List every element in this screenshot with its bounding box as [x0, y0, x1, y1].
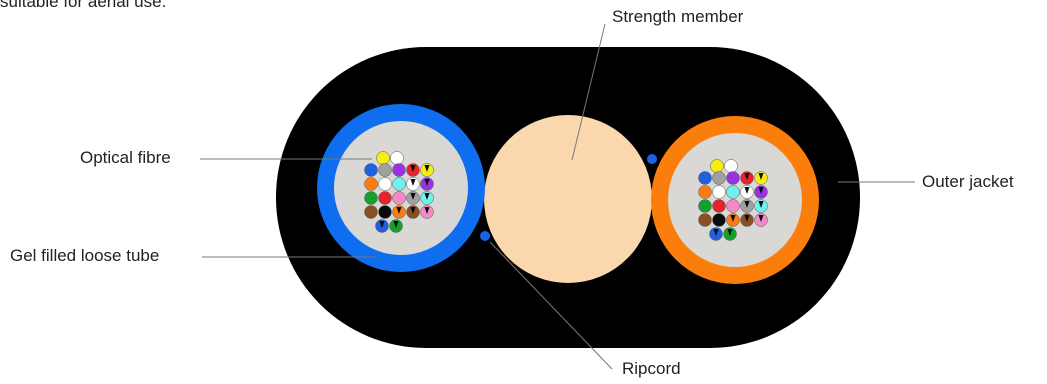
fibre-bundle-left: [364, 151, 434, 233]
fibre-tracer-mark: [424, 193, 430, 200]
optical-fibre-blue: [364, 163, 378, 177]
optical-fibre-grey: [378, 163, 392, 177]
optical-fibre-yellow: [376, 151, 390, 165]
optical-fibre-white: [712, 185, 726, 199]
fibre-tracer-mark: [396, 207, 402, 214]
optical-fibre-black: [378, 205, 392, 219]
optical-fibre-pink: [726, 199, 740, 213]
optical-fibre-violet: [392, 163, 406, 177]
fibre-tracer-mark: [744, 173, 750, 180]
optical-fibre-brown: [364, 205, 378, 219]
fibre-tracer-mark: [410, 179, 416, 186]
fibre-bundle-right: [698, 159, 768, 241]
fibre-tracer-mark: [410, 207, 416, 214]
fibre-tracer-mark: [744, 215, 750, 222]
optical-fibre-aqua: [392, 177, 406, 191]
fibre-tracer-mark: [727, 229, 733, 236]
optical-fibre-aqua: [726, 185, 740, 199]
optical-fibre-red: [712, 199, 726, 213]
ripcord-lower: [480, 231, 490, 241]
fibre-tracer-mark: [730, 215, 736, 222]
fibre-tracer-mark: [758, 215, 764, 222]
leader-ripcord: [489, 241, 613, 370]
fibre-tracer-mark: [379, 221, 385, 228]
optical-fibre-pink: [392, 191, 406, 205]
optical-fibre-white: [378, 177, 392, 191]
fibre-tracer-mark: [424, 165, 430, 172]
optical-fibre-white: [724, 159, 738, 173]
intro-text: suitable for aerial use.: [0, 0, 167, 11]
optical-fibre-grey: [712, 171, 726, 185]
optical-fibre-violet: [726, 171, 740, 185]
optical-fibre-blue: [698, 171, 712, 185]
optical-fibre-yellow: [710, 159, 724, 173]
label-ripcord: Ripcord: [622, 359, 681, 378]
optical-fibre-red: [378, 191, 392, 205]
fibre-tracer-mark: [744, 201, 750, 208]
label-outer-jacket: Outer jacket: [922, 172, 1014, 191]
fibre-tracer-mark: [758, 187, 764, 194]
leader-strength-member: [571, 23, 606, 161]
ripcord-upper: [647, 154, 657, 164]
optical-fibre-black: [712, 213, 726, 227]
fibre-tracer-mark: [410, 165, 416, 172]
fibre-tracer-mark: [424, 179, 430, 186]
fibre-tracer-mark: [758, 201, 764, 208]
optical-fibre-orange: [364, 177, 378, 191]
optical-fibre-orange: [698, 185, 712, 199]
optical-fibre-green: [364, 191, 378, 205]
fibre-tracer-mark: [424, 207, 430, 214]
strength-member: [484, 115, 652, 283]
fibre-tracer-mark: [758, 173, 764, 180]
fibre-tracer-mark: [393, 221, 399, 228]
fibre-tracer-mark: [713, 229, 719, 236]
optical-fibre-white: [390, 151, 404, 165]
fibre-tracer-mark: [410, 193, 416, 200]
optical-fibre-brown: [698, 213, 712, 227]
fibre-tracer-mark: [744, 187, 750, 194]
optical-fibre-green: [698, 199, 712, 213]
label-strength-member: Strength member: [612, 7, 744, 26]
label-loose-tube: Gel filled loose tube: [10, 246, 160, 265]
label-optical-fibre: Optical fibre: [80, 148, 171, 167]
